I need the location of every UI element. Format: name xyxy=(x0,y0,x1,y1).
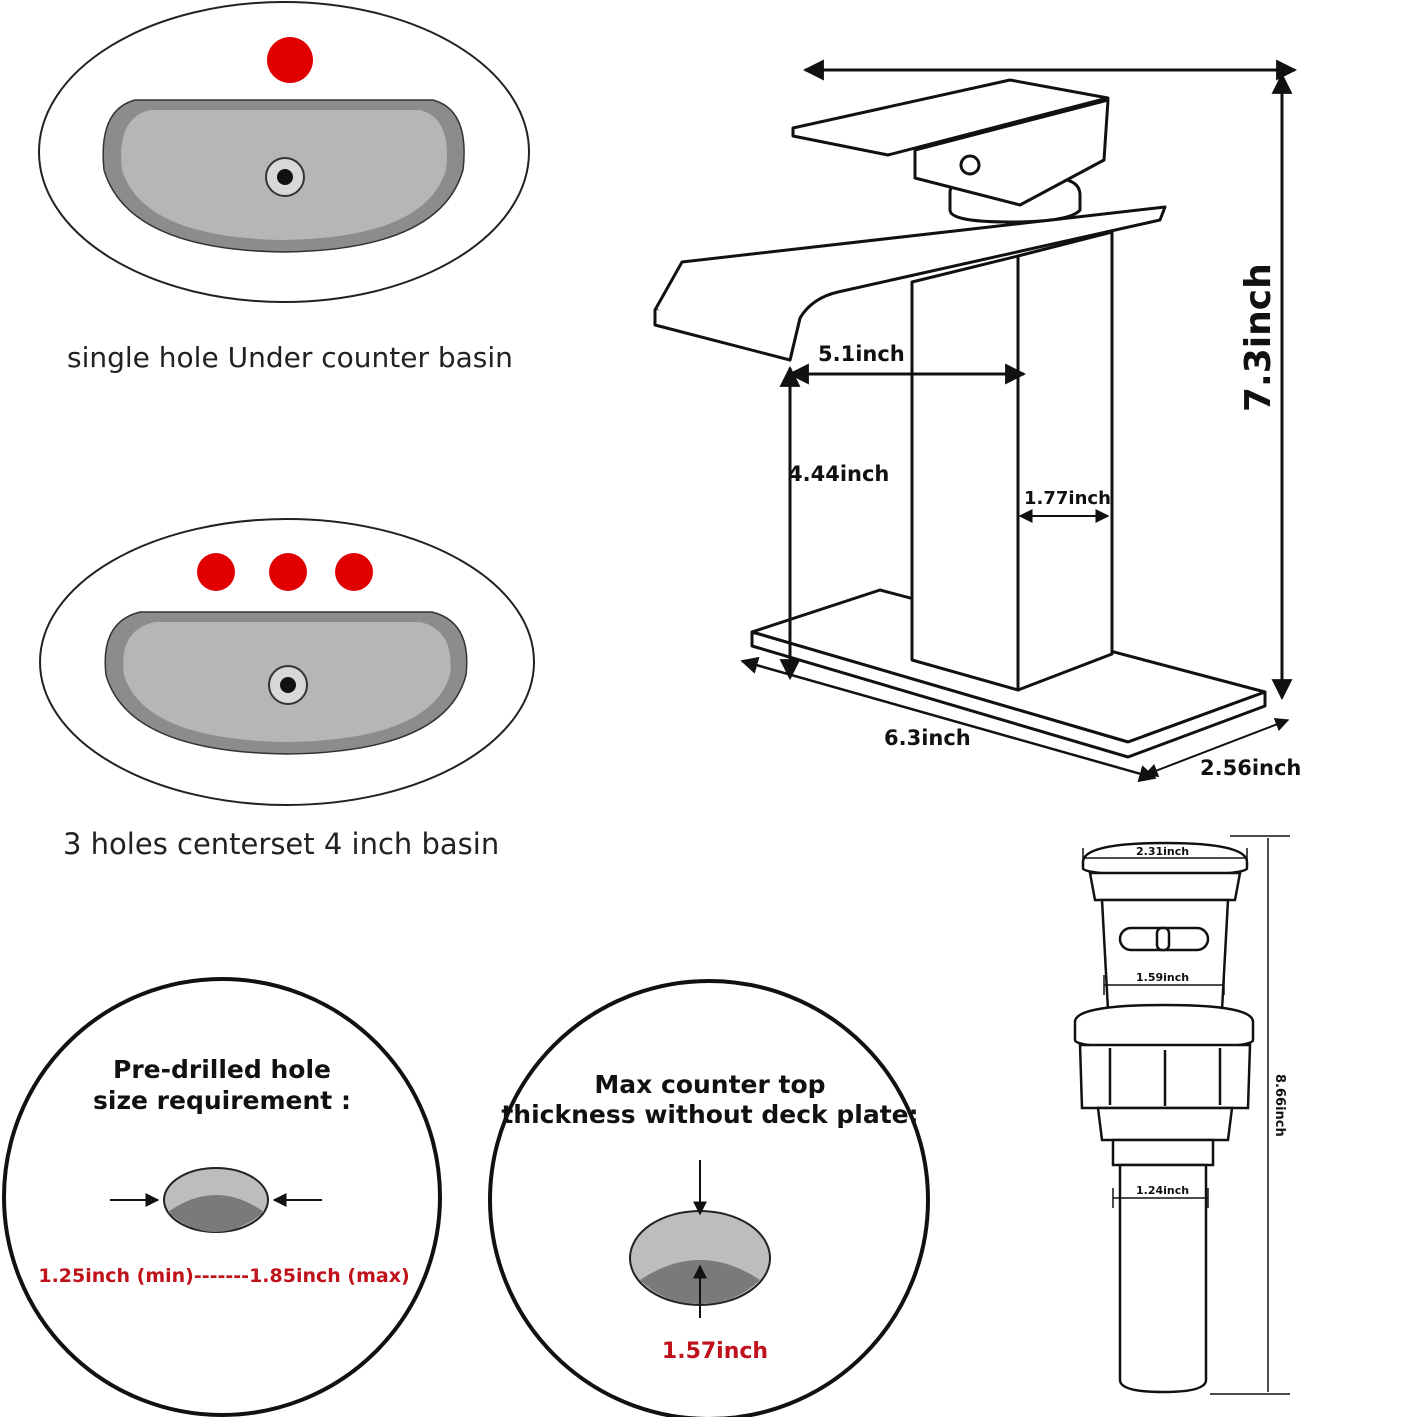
drain-body-diameter-label: 1.59inch xyxy=(1136,971,1189,984)
single-hole-basin xyxy=(38,1,530,303)
drain-tail-diameter-label: 1.24inch xyxy=(1136,1184,1189,1197)
faucet-height-label: 7.3inch xyxy=(1238,263,1279,412)
counter-thickness-title-1: Max counter top xyxy=(594,1070,825,1099)
faucet-drawing xyxy=(653,78,1267,759)
hole-requirement-panel xyxy=(2,977,442,1417)
hole-requirement-title-2: size requirement : xyxy=(93,1086,351,1115)
plate-width-label: 2.56inch xyxy=(1200,756,1301,780)
body-depth-label: 1.77inch xyxy=(1024,488,1111,509)
hole-size-range: 1.25inch (min)-------1.85inch (max) xyxy=(38,1265,409,1287)
drain-dimensions xyxy=(1082,835,1290,1395)
counter-thickness-title-2: thickness without deck plate: xyxy=(501,1100,918,1129)
faucet-hole-red-icon xyxy=(267,37,313,83)
single-basin-caption: single hole Under counter basin xyxy=(67,341,513,374)
hole-requirement-title-1: Pre-drilled hole xyxy=(113,1055,331,1084)
faucet-dimensions xyxy=(740,59,1298,783)
counter-thickness-value: 1.57inch xyxy=(662,1339,768,1364)
spout-height-label: 4.44inch xyxy=(788,462,889,486)
three-hole-basin xyxy=(39,518,535,806)
three-hole-basin-caption: 3 holes centerset 4 inch basin xyxy=(63,827,499,861)
faucet-hole-red-icon xyxy=(197,553,235,591)
drain-cap-diameter-label: 2.31inch xyxy=(1136,845,1189,858)
plate-length-label: 6.3inch xyxy=(884,726,971,750)
spout-reach-label: 5.1inch xyxy=(818,342,905,366)
drain-length-label: 8.66inch xyxy=(1272,1074,1287,1137)
pop-up-drain-drawing xyxy=(1073,841,1255,1394)
faucet-hole-red-icon xyxy=(269,553,307,591)
counter-thickness-panel xyxy=(488,979,930,1417)
faucet-hole-red-icon xyxy=(335,553,373,591)
